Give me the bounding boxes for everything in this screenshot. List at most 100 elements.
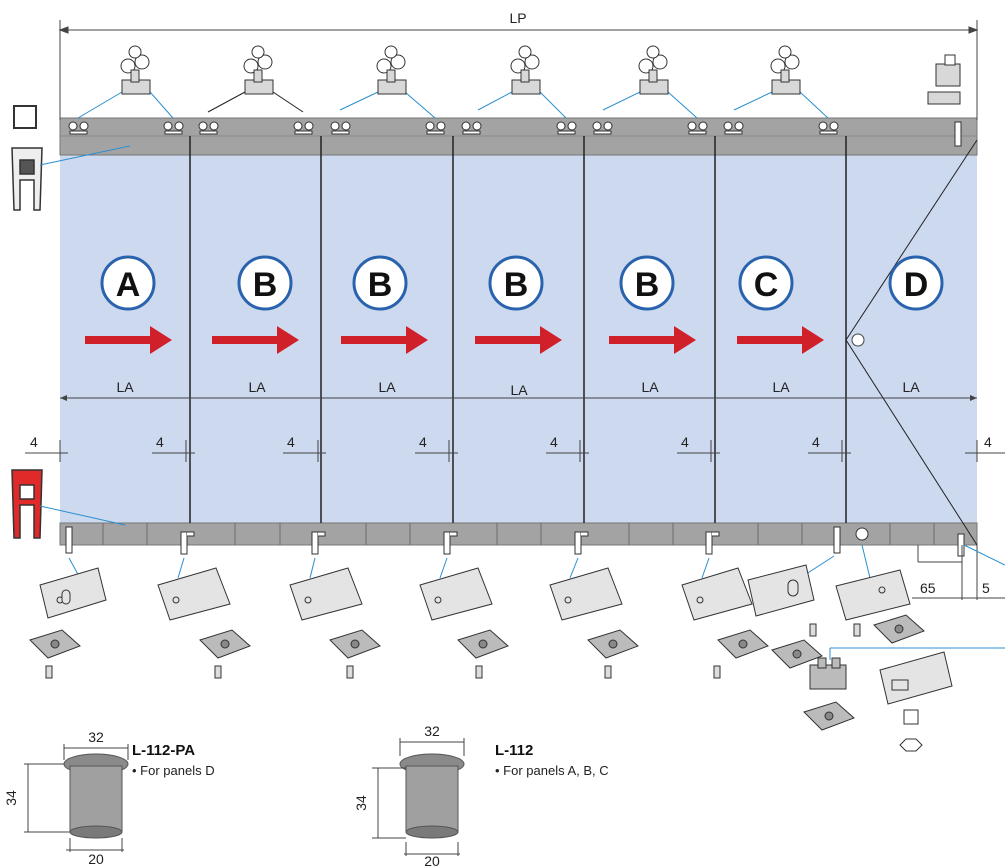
end-gap-label: 5	[982, 580, 990, 596]
pin-std-height-label: 34	[353, 795, 369, 811]
pin-std-top-label: 32	[424, 723, 440, 739]
clamp-icon	[289, 567, 363, 621]
gap-label-8: 4	[984, 434, 992, 450]
svg-text:C: C	[754, 266, 779, 304]
svg-text:A: A	[116, 266, 141, 304]
lp-dimension	[58, 20, 979, 120]
clamp-icon	[419, 567, 493, 621]
floor-plate-icon	[771, 639, 823, 669]
pin-pa-top-label: 32	[88, 729, 104, 745]
pin-pa-height-label: 34	[3, 790, 19, 806]
panel-badge-d: D	[888, 255, 944, 311]
arrow-right-icon	[737, 326, 824, 354]
pin-std-bottom-label: 20	[424, 853, 440, 867]
arrow-right-icon	[609, 326, 696, 354]
floor-plate-icon	[587, 629, 639, 659]
roller-icon	[330, 121, 351, 135]
roller-carriage-icon	[120, 45, 151, 95]
svg-text:B: B	[504, 266, 529, 304]
roller-icon	[68, 121, 89, 135]
pin-pa-desc: • For panels D	[132, 763, 215, 778]
floor-plate-icon	[329, 629, 381, 659]
panel-badge-b3: B	[488, 255, 544, 311]
gap-label-3: 4	[287, 434, 295, 450]
clamp-icon	[157, 567, 231, 621]
clamp-icon	[879, 651, 953, 705]
gap-label-7: 4	[812, 434, 820, 450]
swing-lines	[845, 139, 978, 546]
svg-text:B: B	[635, 266, 660, 304]
clamp-icon	[39, 567, 107, 619]
roller-icon	[461, 121, 482, 135]
svg-text:B: B	[253, 266, 278, 304]
pin-detail-pa	[24, 744, 129, 852]
floor-plate-icon	[873, 614, 925, 644]
clamp-icon	[747, 564, 815, 617]
roller-icon	[687, 121, 708, 135]
bottom-rail	[59, 522, 978, 546]
screw-icons	[45, 623, 861, 679]
roller-carriage-icon	[510, 45, 541, 95]
panel-dividers	[189, 136, 847, 523]
pivot-block-icon	[809, 657, 847, 690]
gap-label-2: 4	[156, 434, 164, 450]
door-handle	[851, 333, 865, 347]
top-pivot-block-icon	[927, 54, 961, 105]
la-label-5: LA	[641, 379, 659, 395]
la-label-6: LA	[772, 379, 790, 395]
floor-plate-icon	[717, 629, 769, 659]
roller-icon	[818, 121, 839, 135]
pin-std-desc: • For panels A, B, C	[495, 763, 609, 778]
roller-icon	[592, 121, 613, 135]
gap-label-6: 4	[681, 434, 689, 450]
pin-pa-bottom-label: 20	[88, 851, 104, 867]
bottom-profile-icon	[11, 469, 43, 539]
arrow-right-icon	[341, 326, 428, 354]
roller-carriage-icon	[376, 45, 407, 95]
roller-carriage-icon	[770, 45, 801, 95]
leader-line	[39, 505, 126, 526]
panel-badge-a: A	[100, 255, 156, 311]
panel-badge-b2: B	[352, 255, 408, 311]
square-section-icon	[903, 709, 919, 725]
square-profile-icon	[13, 105, 37, 129]
bottom-rail-segments	[102, 523, 935, 545]
roller-icon	[723, 121, 744, 135]
svg-text:B: B	[368, 266, 393, 304]
end-offset-label: 65	[920, 580, 936, 596]
pin-detail-standard	[372, 738, 465, 856]
floor-plate-icon	[803, 701, 855, 731]
clamp-icon	[835, 569, 911, 621]
arrow-right-icon	[85, 326, 172, 354]
pin-pa-title: L-112-PA	[132, 742, 195, 759]
roller-icon	[556, 121, 577, 135]
la-label-3: LA	[378, 379, 396, 395]
gap-label-1: 4	[30, 434, 38, 450]
roller-icon	[163, 121, 184, 135]
clamp-icon	[549, 567, 623, 621]
roller-icon	[293, 121, 314, 135]
gap-label-4: 4	[419, 434, 427, 450]
roller-icon	[198, 121, 219, 135]
panel-badge-c: C	[738, 255, 794, 311]
la-arrowheads	[60, 395, 977, 401]
end-dimension	[912, 545, 1005, 600]
roller-carriage-icon	[638, 45, 669, 95]
pin-std-title: L-112	[495, 742, 533, 759]
clamp-icon	[681, 567, 753, 621]
gap-markers	[25, 440, 1005, 462]
top-profile-icon	[11, 147, 43, 211]
panel-badge-b4: B	[619, 255, 675, 311]
arrow-right-icon	[212, 326, 299, 354]
profile-icons	[11, 105, 131, 539]
lp-label: LP	[509, 10, 526, 26]
bottom-clamps	[29, 544, 1005, 752]
hex-section-icon	[899, 738, 923, 752]
floor-plate-icon	[457, 629, 509, 659]
arrow-right-icon	[475, 326, 562, 354]
direction-arrows	[85, 326, 824, 354]
la-label-7: LA	[902, 379, 920, 395]
la-label-2: LA	[248, 379, 266, 395]
top-pivot-pin	[954, 121, 962, 147]
